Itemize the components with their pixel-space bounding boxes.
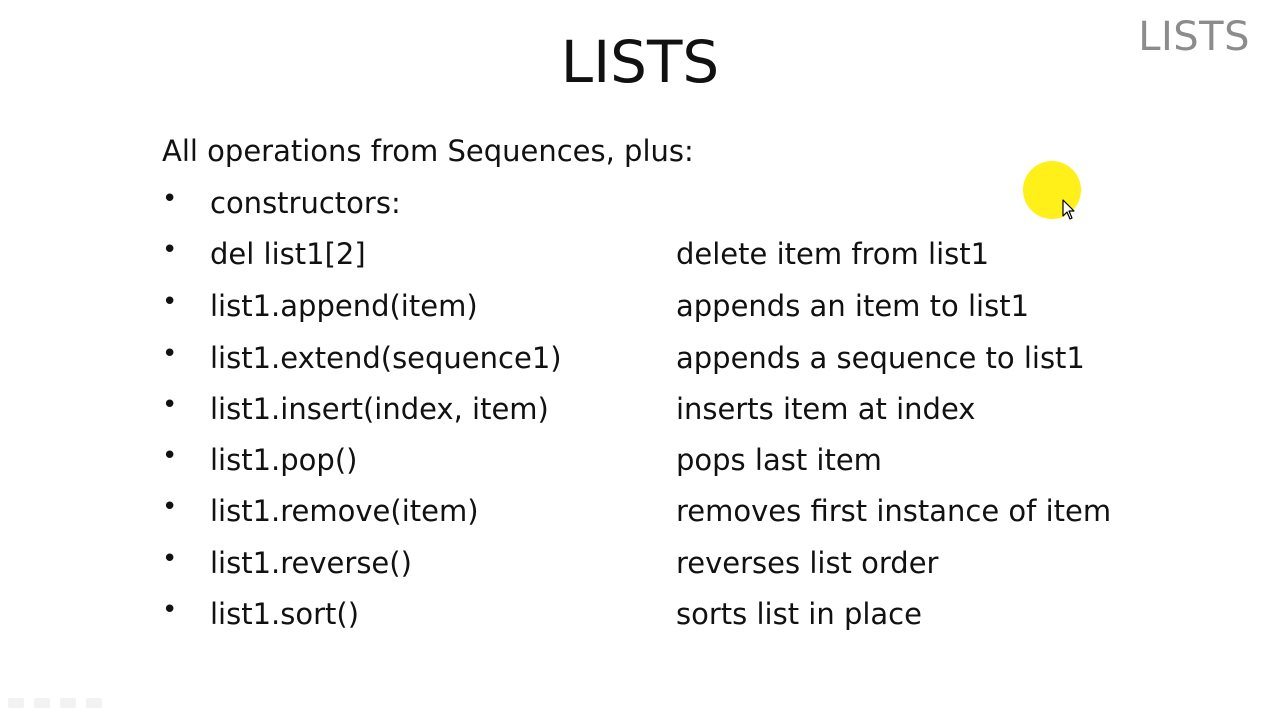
bullet: • (162, 287, 178, 317)
bullet: • (162, 390, 178, 420)
bullet: • (162, 595, 178, 625)
operation-text: del list1[2] (210, 237, 366, 271)
description-text: delete item from list1 (676, 237, 990, 271)
menu-icon[interactable] (60, 698, 76, 708)
operation-text: list1.sort() (210, 597, 360, 631)
bullet: • (162, 441, 178, 471)
description-text: removes first instance of item (676, 494, 1112, 528)
operation-text: list1.insert(index, item) (210, 392, 549, 426)
operation-text: constructors: (210, 186, 401, 220)
operation-text: list1.reverse() (210, 546, 412, 580)
intro-text: All operations from Sequences, plus: (162, 134, 694, 168)
operation-text: list1.append(item) (210, 289, 478, 323)
bullet: • (162, 235, 178, 265)
bullet: • (162, 184, 178, 214)
description-text: reverses list order (676, 546, 939, 580)
description-text: pops last item (676, 443, 882, 477)
corner-title: LISTS (1138, 14, 1250, 60)
description-text: appends a sequence to list1 (676, 341, 1085, 375)
bullet: • (162, 492, 178, 522)
mouse-pointer-icon (1062, 199, 1075, 220)
bullet: • (162, 544, 178, 574)
operation-text: list1.remove(item) (210, 494, 479, 528)
next-slide-icon[interactable] (86, 698, 102, 708)
bullet: • (162, 339, 178, 369)
previous-slide-icon[interactable] (8, 698, 24, 708)
operation-text: list1.pop() (210, 443, 358, 477)
page-title: LISTS (560, 28, 720, 96)
description-text: sorts list in place (676, 597, 922, 631)
pen-icon[interactable] (34, 698, 50, 708)
description-text: appends an item to list1 (676, 289, 1030, 323)
description-text: inserts item at index (676, 392, 976, 426)
slideshow-nav-controls (8, 698, 102, 708)
operation-text: list1.extend(sequence1) (210, 341, 562, 375)
